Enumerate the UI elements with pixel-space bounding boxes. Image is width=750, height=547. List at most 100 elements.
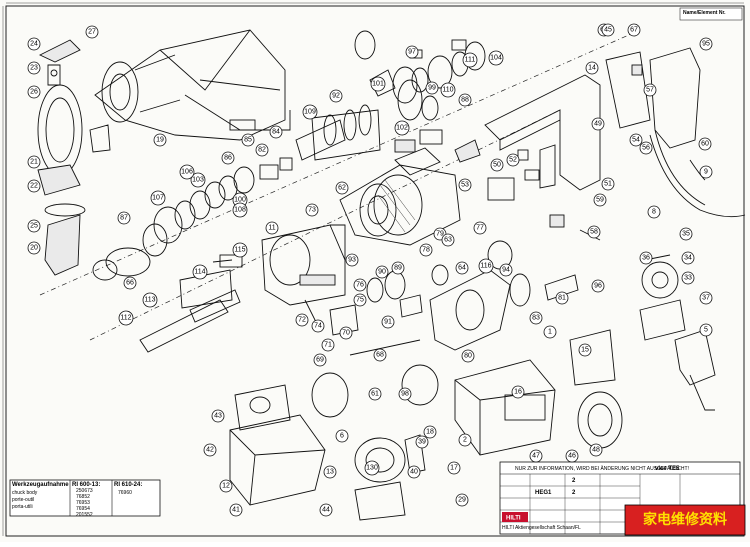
motor-housing [339, 129, 461, 246]
part-bubble-circle [373, 348, 387, 362]
part-bubble-113: 113 [142, 292, 158, 308]
part-bubble-circle [699, 165, 713, 179]
part-bubble-37: 37 [699, 291, 713, 305]
part-number-label: 73 [308, 207, 316, 214]
part-number-label: 57 [646, 87, 654, 94]
part-bubble-70: 70 [339, 326, 353, 340]
part-bubble-circle [415, 435, 429, 449]
sheet-frame [5, 5, 745, 537]
hammer-body [94, 29, 291, 141]
part-bubble-circle [311, 319, 325, 333]
part-bubble-44: 44 [319, 503, 333, 517]
part-number-label: 15 [581, 347, 589, 354]
part-bubble-circle [425, 81, 439, 95]
part-bubble-73: 73 [305, 203, 319, 217]
part-number-label: 45 [604, 27, 612, 34]
part-bubble-circle [364, 460, 380, 476]
part-number-label: 39 [418, 439, 426, 446]
part-number-label: 33 [684, 275, 692, 282]
part-bubble-109: 109 [302, 104, 318, 120]
part-bubble-circle [150, 190, 166, 206]
part-bubble-34: 34 [681, 251, 695, 265]
part-bubble-circle [593, 193, 607, 207]
part-bubble-circle [565, 449, 579, 463]
bottom-housing-half [229, 384, 326, 506]
part-number-label: 130 [366, 465, 378, 472]
header-ref-text: Name/Element Nr. [683, 10, 726, 16]
part-number-label: 76 [356, 282, 364, 289]
part-bubble-77: 77 [473, 221, 487, 235]
power-cable [649, 129, 746, 218]
part-bubble-51: 51 [601, 177, 615, 191]
part-bubble-circle [229, 503, 243, 517]
part-number-label: 96 [594, 283, 602, 290]
title-stamp-text: vice TE5 [655, 466, 680, 472]
part-bubble-circle [511, 385, 525, 399]
part-number-label: 67 [630, 27, 638, 34]
part-bubble-61: 61 [368, 387, 382, 401]
part-number-label: 26 [30, 89, 38, 96]
part-bubble-64: 64 [455, 261, 469, 275]
axis-line-lower [89, 109, 561, 341]
part-bubble-83: 83 [529, 311, 543, 325]
title-company-sub: HILTI Aktiengesellschaft Schaan/FL [502, 525, 581, 531]
part-bubble-82: 82 [255, 143, 269, 157]
part-bubble-96: 96 [591, 279, 605, 293]
part-bubble-26: 26 [27, 85, 41, 99]
part-number-label: 107 [152, 195, 164, 202]
part-bubble-circle [305, 203, 319, 217]
spec-col1-line3: porte-outil [12, 497, 34, 503]
part-number-label: 82 [258, 147, 266, 154]
part-bubble-circle [203, 443, 217, 457]
part-number-label: 6 [340, 433, 344, 440]
part-number-label: 116 [480, 263, 491, 270]
part-bubble-circle [321, 338, 335, 352]
part-number-label: 24 [30, 41, 38, 48]
spec-col1-line4: porta-utili [12, 504, 33, 510]
spec-col2-val: 76953 [76, 500, 90, 506]
part-number-label: 70 [342, 330, 350, 337]
part-number-label: 23 [30, 65, 38, 72]
part-bubble-circle [629, 133, 643, 147]
part-bubble-17: 17 [447, 461, 461, 475]
part-bubble-85: 85 [241, 133, 255, 147]
part-bubble-33: 33 [681, 271, 695, 285]
part-bubble-102: 102 [394, 120, 410, 136]
part-number-label: 93 [348, 257, 356, 264]
part-number-label: 69 [316, 357, 324, 364]
part-number-label: 22 [30, 183, 38, 190]
part-number-label: 114 [194, 269, 205, 276]
part-bubble-99: 99 [425, 81, 439, 95]
part-bubble-107: 107 [150, 190, 166, 206]
part-bubble-circle [458, 178, 472, 192]
middle-piston-parts [304, 270, 423, 356]
part-number-label: 12 [222, 483, 230, 490]
part-bubble-circle [699, 291, 713, 305]
part-bubble-circle [27, 179, 41, 193]
part-number-label: 53 [461, 182, 469, 189]
part-bubble-24: 24 [27, 37, 41, 51]
part-bubble-circle [407, 465, 421, 479]
part-number-label: 37 [702, 295, 710, 302]
part-bubble-5: 5 [699, 323, 713, 337]
part-bubble-19: 19 [153, 133, 167, 147]
spec-col1-line2: chuck body [12, 490, 38, 496]
part-number-label: 2 [463, 437, 467, 444]
part-bubble-40: 40 [407, 465, 421, 479]
part-number-label: 74 [314, 323, 322, 330]
part-number-label: 63 [444, 237, 452, 244]
part-bubble-104: 104 [488, 50, 504, 66]
part-number-label: 85 [244, 137, 252, 144]
part-number-label: 42 [206, 447, 214, 454]
part-number-label: 99 [428, 85, 436, 92]
part-number-label: 35 [682, 231, 690, 238]
part-number-label: 14 [588, 65, 596, 72]
part-bubble-circle [27, 219, 41, 233]
part-bubble-circle [589, 443, 603, 457]
part-bubble-circle [462, 52, 478, 68]
title-sheet-of: 2 [572, 490, 576, 496]
part-bubble-92: 92 [329, 89, 343, 103]
part-bubble-circle [643, 83, 657, 97]
